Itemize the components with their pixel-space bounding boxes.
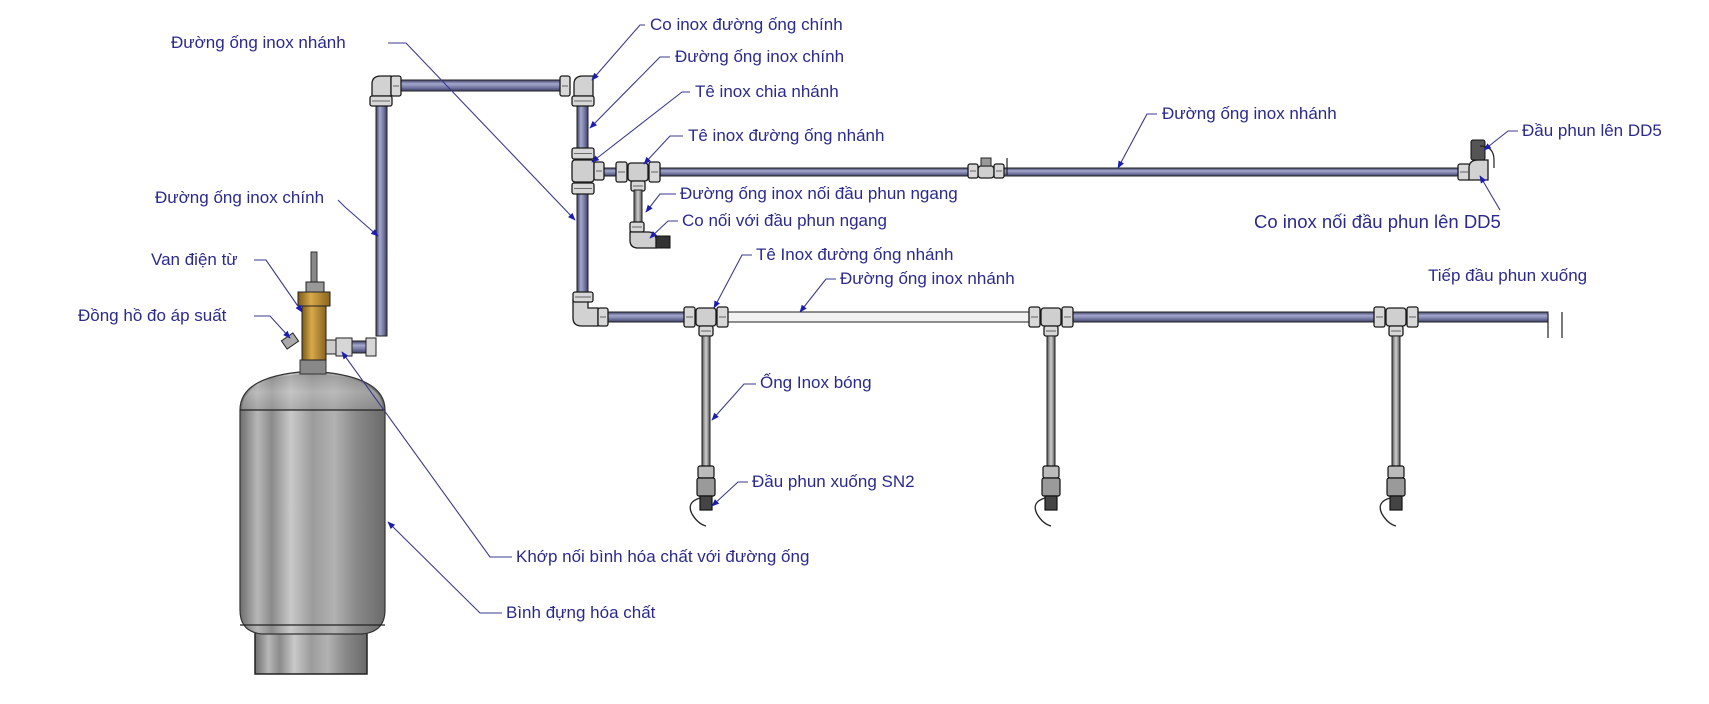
nozzle-body [1386, 477, 1406, 497]
leader-tank-coupling [341, 351, 512, 558]
nozzle-body [696, 477, 716, 497]
label-branch-pipe-lower: Đường ống inox nhánh [840, 269, 1015, 288]
polished-drop-pipe [1046, 335, 1056, 467]
label-branch-pipe-top-left: Đường ống inox nhánh [171, 33, 346, 52]
leader-upright-nozzle [1483, 130, 1518, 151]
leader-split-tee [591, 91, 690, 163]
fittings [369, 75, 1563, 338]
pendent-nozzle [699, 495, 713, 511]
chemical-tank [239, 359, 386, 675]
leader-branch-tee-upper [643, 135, 683, 165]
tank-coupling [335, 337, 353, 357]
label-solenoid-valve: Van điện từ [151, 250, 238, 269]
tank-dome [242, 374, 383, 410]
lower-branch-tee-1 [695, 307, 717, 327]
label-branch-tee-lower: Tê Inox đường ống nhánh [756, 245, 954, 264]
leader-branch-pipe-top-left [388, 42, 576, 221]
mid-upper-tee [977, 165, 995, 179]
label-branch-pipe-upper: Đường ống inox nhánh [1162, 104, 1337, 123]
pendent-drop-2 [1034, 335, 1061, 527]
pendent-drop-3 [1379, 335, 1406, 527]
leader-pressure-gauge [254, 315, 291, 339]
label-horizontal-nozzle-elbow: Co nối với đầu phun ngang [682, 211, 887, 230]
label-tank: Bình đựng hóa chất [506, 603, 656, 622]
label-branch-tee-upper: Tê inox đường ống nhánh [688, 126, 885, 145]
nozzle-deflector [1379, 497, 1397, 527]
leader-branch-pipe-lower [799, 278, 836, 313]
polished-drop-pipe [701, 335, 711, 467]
label-split-tee: Tê inox chia nhánh [695, 82, 839, 101]
valve-head [297, 291, 331, 307]
label-pendent-continuation: Tiếp đầu phun xuống [1428, 266, 1588, 285]
tank-neck [299, 359, 327, 375]
nozzle-deflector [689, 497, 707, 527]
pressure-gauge [280, 332, 300, 350]
lower-branch-tee-2 [1040, 307, 1062, 327]
nozzle-deflector [1034, 497, 1052, 527]
upper-branch-tee [627, 162, 649, 182]
elbow-main [573, 75, 594, 97]
leader-branch-tee-lower [713, 254, 752, 309]
label-horizontal-nozzle-pipe: Đường ống inox nối đầu phun ngang [680, 184, 958, 203]
lower-branch-tee-3 [1385, 307, 1407, 327]
label-main-elbow: Co inox đường ống chính [650, 15, 843, 34]
lower-branch-pipe-polished [719, 311, 1031, 323]
solenoid-valve-assembly [280, 251, 377, 361]
leader-upright-nozzle-elbow [1479, 175, 1501, 211]
polished-drop-pipe [1391, 335, 1401, 467]
upper-branch-pipe [599, 167, 1471, 177]
horizontal-nozzle [655, 235, 671, 249]
drop-nut [1387, 465, 1405, 479]
pendent-nozzle [1044, 495, 1058, 511]
label-pendent-nozzle: Đầu phun xuống SN2 [752, 472, 915, 491]
drop-nut [1042, 465, 1060, 479]
drop-nut [697, 465, 715, 479]
leader-polished-pipe [711, 383, 756, 421]
upright-nozzle-elbow [1468, 159, 1489, 181]
upright-nozzle [1470, 139, 1486, 161]
leader-main-pipe-left [337, 199, 379, 237]
pendent-nozzle [1389, 495, 1403, 511]
main-pipe-top [386, 79, 569, 92]
pendent-drop-1 [689, 335, 716, 527]
label-main-pipe-right: Đường ống inox chính [675, 47, 845, 66]
leader-horizontal-nozzle-pipe [645, 193, 676, 213]
nozzle-body [1041, 477, 1061, 497]
horizontal-nozzle-elbow [629, 231, 657, 249]
label-upright-nozzle: Đầu phun lên DD5 [1522, 121, 1662, 140]
valve-pin [310, 251, 318, 283]
elbow-lower-left [572, 299, 599, 327]
leader-tank [387, 521, 502, 614]
leader-lines [254, 24, 1518, 614]
horizontal-nozzle-pipe [633, 189, 643, 225]
label-tank-coupling: Khớp nối bình hóa chất với đường ống [516, 547, 810, 566]
main-pipe-network [375, 79, 1549, 337]
leader-branch-pipe-upper [1117, 113, 1157, 169]
pendent-drops [689, 335, 1406, 527]
leader-main-pipe-right [589, 56, 670, 129]
label-main-pipe-left: Đường ống inox chính [155, 188, 325, 207]
tank-body [239, 371, 386, 635]
upright-nozzle-deflector [1479, 145, 1495, 168]
label-upright-nozzle-elbow: Co inox nối đầu phun lên DD5 [1254, 211, 1501, 232]
leader-horizontal-nozzle-elbow [649, 220, 678, 239]
leader-pendent-nozzle [711, 481, 748, 507]
leader-main-elbow [591, 24, 645, 81]
leader-solenoid-valve [254, 259, 303, 313]
valve-body [301, 305, 327, 361]
elbow-top-left [371, 75, 392, 97]
main-pipe-right-vertical [576, 97, 589, 309]
label-polished-pipe: Ống Inox bóng [760, 373, 872, 392]
label-pressure-gauge: Đồng hồ đo áp suất [78, 306, 227, 325]
tank-base [254, 627, 368, 675]
main-pipe-left-vertical [375, 91, 388, 337]
split-tee [571, 159, 595, 183]
